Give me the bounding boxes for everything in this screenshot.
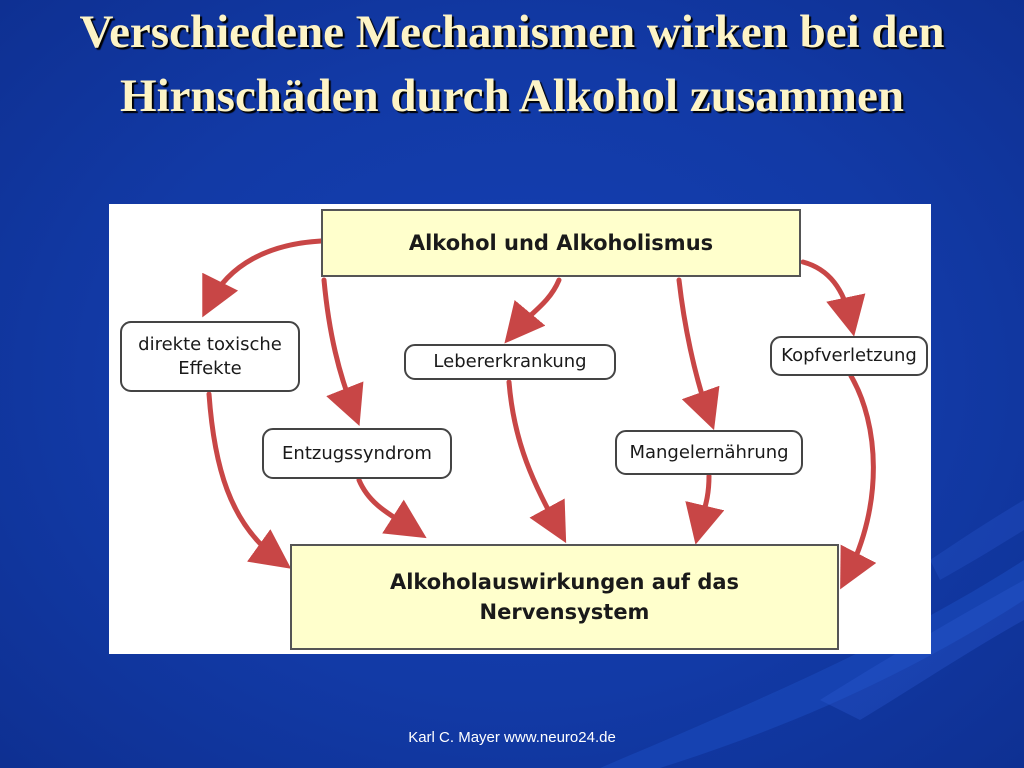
arrow-source-to-malnutrition [676, 277, 720, 431]
slide-title: Verschiedene Mechanismen wirken bei den … [79, 6, 945, 122]
slide-footer: Karl C. Mayer www.neuro24.de [408, 729, 616, 746]
node-withdrawal-syndrome-label: Entzugssyndrom [282, 442, 432, 464]
node-direct-toxic-effects: direkte toxische Effekte [120, 321, 300, 392]
arrow-toxic-to-target [206, 391, 292, 569]
diagram-arrows [202, 238, 877, 590]
arrow-source-to-withdrawal [321, 277, 364, 426]
arrow-source-to-head-injury [800, 259, 866, 337]
node-head-injury-label: Kopfverletzung [781, 345, 917, 366]
node-head-injury: Kopfverletzung [770, 336, 928, 376]
node-target-label: Alkoholauswirkungen auf das Nervensystem [389, 570, 740, 624]
arrow-liver-to-target [506, 379, 567, 544]
node-target-nervous-system: Alkoholauswirkungen auf das Nervensystem [290, 544, 839, 650]
node-liver-disease-label: Lebererkrankung [433, 351, 587, 372]
node-withdrawal-syndrome: Entzugssyndrom [262, 428, 452, 479]
node-source-label: Alkohol und Alkoholismus [408, 231, 714, 255]
arrow-withdrawal-to-target [356, 477, 427, 539]
arrow-head-injury-to-target [840, 373, 877, 590]
diagram-panel: Alkohol und Alkoholismus direkte toxisch… [109, 204, 931, 654]
arrow-malnutrition-to-target [685, 473, 725, 545]
node-direct-toxic-effects-label: direkte toxische Effekte [138, 333, 282, 379]
node-source-alcohol: Alkohol und Alkoholismus [321, 209, 801, 277]
arrow-source-to-toxic [202, 238, 324, 318]
node-malnutrition-label: Mangelernährung [629, 441, 789, 463]
node-liver-disease: Lebererkrankung [404, 344, 616, 380]
arrow-source-to-liver [504, 277, 562, 344]
node-malnutrition: Mangelernährung [615, 430, 803, 475]
